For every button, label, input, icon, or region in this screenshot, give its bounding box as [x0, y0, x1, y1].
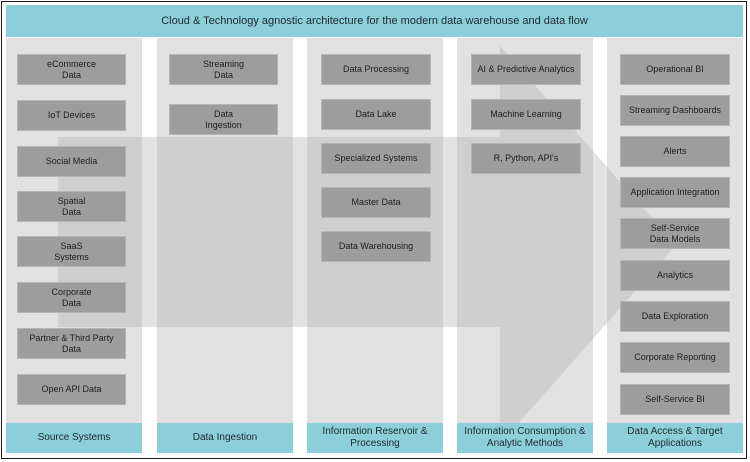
column-data-ingestion — [157, 38, 293, 423]
footer-data-access: Data Access & Target Applications — [607, 423, 743, 453]
ingestion-data-ingestion: Data Ingestion — [169, 104, 278, 135]
consumption-machine-learning: Machine Learning — [471, 99, 581, 130]
source-corporate-data: Corporate Data — [17, 282, 126, 313]
consumption-ai-predictive-analytics: AI & Predictive Analytics — [471, 54, 581, 85]
source-social-media: Social Media — [17, 146, 126, 177]
source-iot-devices: IoT Devices — [17, 100, 126, 131]
source-ecommerce-data: eCommerce Data — [17, 54, 126, 85]
access-operational-bi: Operational BI — [620, 54, 730, 85]
access-alerts: Alerts — [620, 136, 730, 167]
source-partner-third-party-data: Partner & Third Party Data — [17, 328, 126, 359]
column-information-consumption — [457, 38, 593, 423]
source-saas-systems: SaaS Systems — [17, 236, 126, 267]
access-corporate-reporting: Corporate Reporting — [620, 342, 730, 373]
access-application-integration: Application Integration — [620, 177, 730, 208]
ingestion-streaming-data: Streaming Data — [169, 54, 278, 85]
access-streaming-dashboards: Streaming Dashboards — [620, 95, 730, 126]
footer-information-consumption: Information Consumption & Analytic Metho… — [457, 423, 593, 453]
reservoir-specialized-systems: Specialized Systems — [321, 143, 431, 174]
footer-information-reservoir: Information Reservoir & Processing — [307, 423, 443, 453]
diagram-title: Cloud & Technology agnostic architecture… — [161, 15, 588, 27]
source-open-api-data: Open API Data — [17, 374, 126, 405]
reservoir-master-data: Master Data — [321, 187, 431, 218]
column-source-systems — [6, 38, 142, 423]
access-self-service-data-models: Self-Service Data Models — [620, 218, 730, 249]
consumption-r-python-apis: R, Python, API's — [471, 143, 581, 174]
footer-data-ingestion: Data Ingestion — [157, 423, 293, 453]
reservoir-data-lake: Data Lake — [321, 99, 431, 130]
source-spatial-data: Spatial Data — [17, 191, 126, 222]
access-data-exploration: Data Exploration — [620, 301, 730, 332]
diagram-title-banner: Cloud & Technology agnostic architecture… — [6, 5, 743, 37]
access-self-service-bi: Self-Service BI — [620, 384, 730, 415]
footer-source-systems: Source Systems — [6, 423, 142, 453]
reservoir-data-processing: Data Processing — [321, 54, 431, 85]
access-analytics: Analytics — [620, 260, 730, 291]
reservoir-data-warehousing: Data Warehousing — [321, 231, 431, 262]
